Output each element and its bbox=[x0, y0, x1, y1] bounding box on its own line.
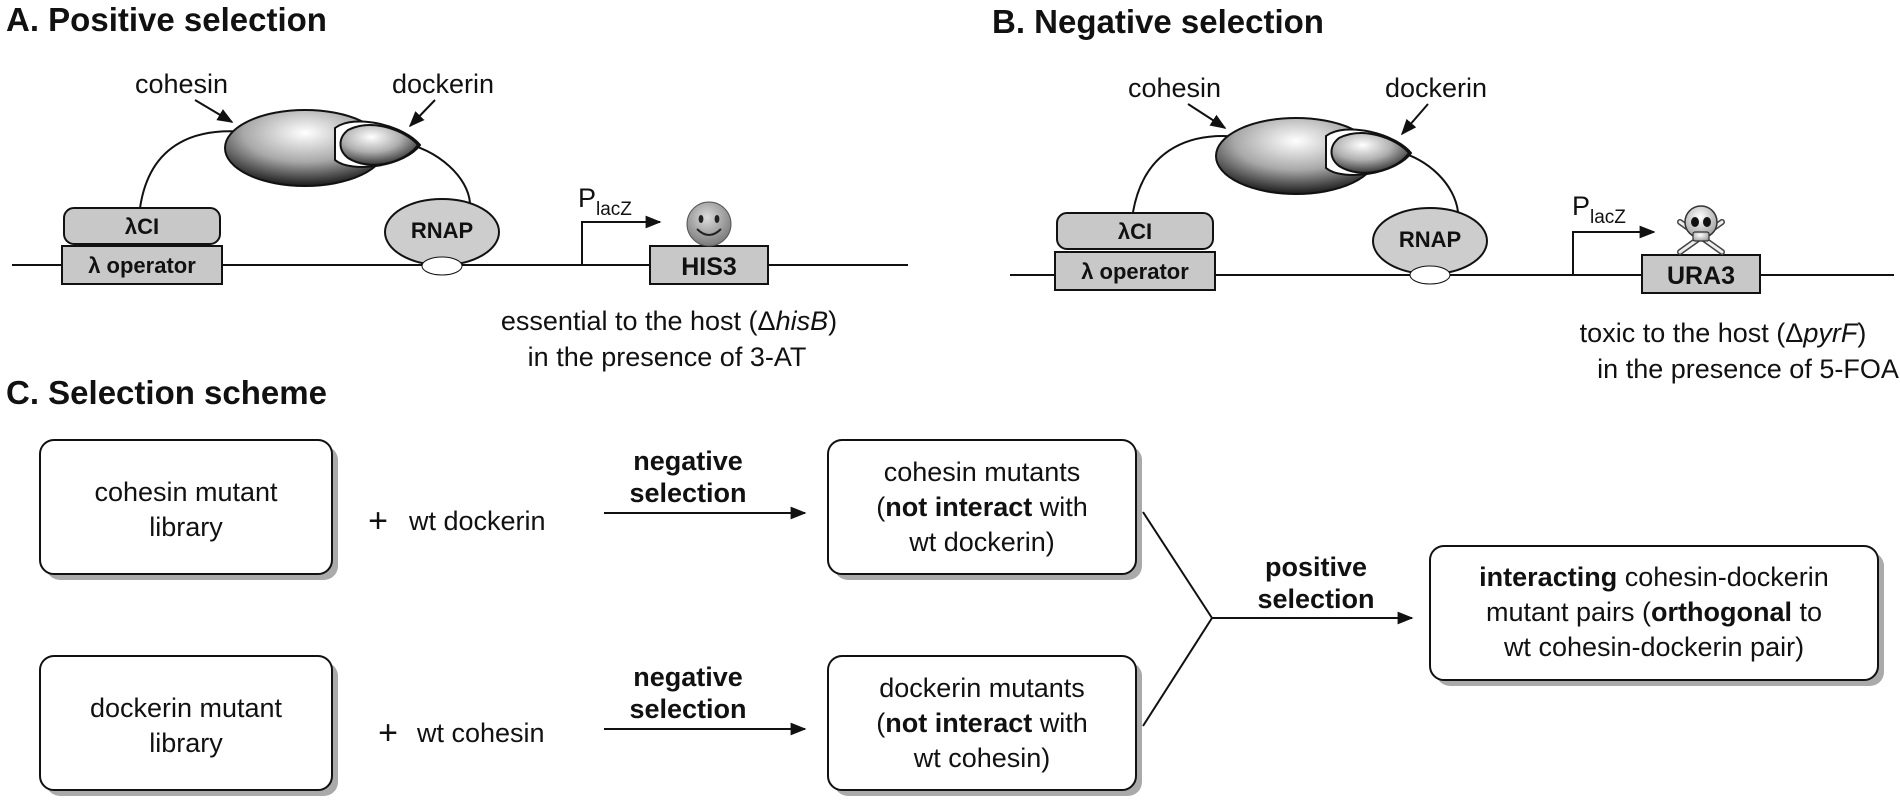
plus-sign: + bbox=[378, 714, 398, 752]
rnap-label: RNAP bbox=[411, 218, 473, 243]
cohesin-arrow bbox=[1187, 103, 1227, 129]
panel-b-caption-line2: in the presence of 5-FOA bbox=[1597, 354, 1899, 384]
cohesin-mutants-line2: (not interact with bbox=[876, 492, 1088, 522]
plus-sign: + bbox=[368, 502, 388, 540]
dockerin-arrow bbox=[408, 99, 436, 128]
linker-arc-left bbox=[1132, 135, 1241, 213]
cohesin-arrow bbox=[194, 99, 234, 123]
panel-c-title: C. Selection scheme bbox=[6, 374, 327, 411]
promoter-arrow bbox=[1572, 225, 1656, 275]
lambda-operator-box bbox=[61, 245, 223, 285]
converge-line-bottom bbox=[1142, 617, 1213, 727]
lambda-ci-label: λCI bbox=[125, 214, 159, 239]
dockerin-mutants-box bbox=[827, 655, 1137, 791]
final-pairs-line1: interacting cohesin-dockerin bbox=[1479, 562, 1829, 592]
negative-selection-label-2: selection bbox=[629, 694, 746, 724]
dockerin-library-line1: dockerin mutant bbox=[90, 693, 283, 723]
ura3-gene-box bbox=[1641, 254, 1761, 294]
dockerin-label: dockerin bbox=[1385, 73, 1487, 103]
panel-b-caption-line1: toxic to the host (ΔpyrF) bbox=[1580, 318, 1867, 348]
promoter-label: PlacZ bbox=[578, 183, 632, 220]
panel-c: C. Selection scheme cohesin mutant libra… bbox=[6, 374, 1884, 796]
ura3-gene-label: URA3 bbox=[1667, 262, 1735, 290]
promoter-arrow bbox=[581, 215, 662, 265]
dockerin-library-box bbox=[39, 655, 333, 791]
cohesin-label: cohesin bbox=[1128, 73, 1221, 103]
cohesin-library-line2: library bbox=[149, 512, 223, 542]
skull-crossbones-icon bbox=[1677, 205, 1725, 255]
dockerin-label: dockerin bbox=[392, 69, 494, 99]
lambda-ci-box bbox=[1056, 212, 1214, 250]
panel-a-title: A. Positive selection bbox=[6, 1, 327, 38]
positive-selection-label-2: selection bbox=[1257, 584, 1374, 614]
dockerin-arrow bbox=[1400, 103, 1429, 136]
final-pairs-box bbox=[1429, 545, 1879, 681]
panel-a: A. Positive selection cohesin dockerin λ… bbox=[6, 1, 908, 372]
linker-arc-left bbox=[139, 130, 246, 209]
dockerin-library-line2: library bbox=[149, 728, 223, 758]
final-pairs-line3: wt cohesin-dockerin pair) bbox=[1503, 632, 1804, 662]
positive-selection-label-1: positive bbox=[1265, 552, 1367, 582]
rnap-notch bbox=[1409, 265, 1451, 285]
lambda-ci-box bbox=[63, 207, 221, 245]
promoter-label: PlacZ bbox=[1572, 191, 1626, 228]
lambda-operator-label: λ operator bbox=[1081, 259, 1189, 284]
dockerin-mutants-line1: dockerin mutants bbox=[879, 673, 1085, 703]
final-pairs-line2: mutant pairs (orthogonal to bbox=[1486, 597, 1822, 627]
panel-a-caption-line2: in the presence of 3-AT bbox=[528, 342, 807, 372]
dockerin-shape bbox=[1330, 132, 1411, 174]
cohesin-library-box bbox=[39, 439, 333, 575]
rnap-notch bbox=[421, 256, 463, 276]
dockerin-mutants-line2: (not interact with bbox=[876, 708, 1088, 738]
dockerin-mutants-line3: wt cohesin) bbox=[913, 743, 1051, 773]
rnap-label: RNAP bbox=[1399, 227, 1461, 252]
dockerin-shape bbox=[339, 124, 420, 166]
wt-dockerin-label: wt dockerin bbox=[408, 506, 546, 536]
his3-gene-label: HIS3 bbox=[681, 253, 737, 281]
cohesin-mutants-box bbox=[827, 439, 1137, 575]
cohesin-label: cohesin bbox=[135, 69, 228, 99]
lambda-ci-label: λCI bbox=[1118, 219, 1152, 244]
cohesin-mutants-line1: cohesin mutants bbox=[884, 457, 1081, 487]
converge-line-top bbox=[1142, 511, 1213, 619]
lambda-operator-box bbox=[1054, 251, 1216, 291]
panel-a-caption-line1: essential to the host (ΔhisB) bbox=[501, 306, 837, 336]
negative-selection-label-1: negative bbox=[633, 662, 743, 692]
cohesin-library-line1: cohesin mutant bbox=[94, 477, 278, 507]
panel-b: B. Negative selection cohesin dockerin λ… bbox=[992, 3, 1899, 384]
cohesin-mutants-line3: wt dockerin) bbox=[908, 527, 1055, 557]
negative-selection-label-1: negative bbox=[633, 446, 743, 476]
smiley-icon bbox=[686, 201, 732, 247]
lambda-operator-label: λ operator bbox=[88, 253, 196, 278]
panel-b-title: B. Negative selection bbox=[992, 3, 1324, 40]
negative-selection-label-2: selection bbox=[629, 478, 746, 508]
wt-cohesin-label: wt cohesin bbox=[416, 718, 545, 748]
